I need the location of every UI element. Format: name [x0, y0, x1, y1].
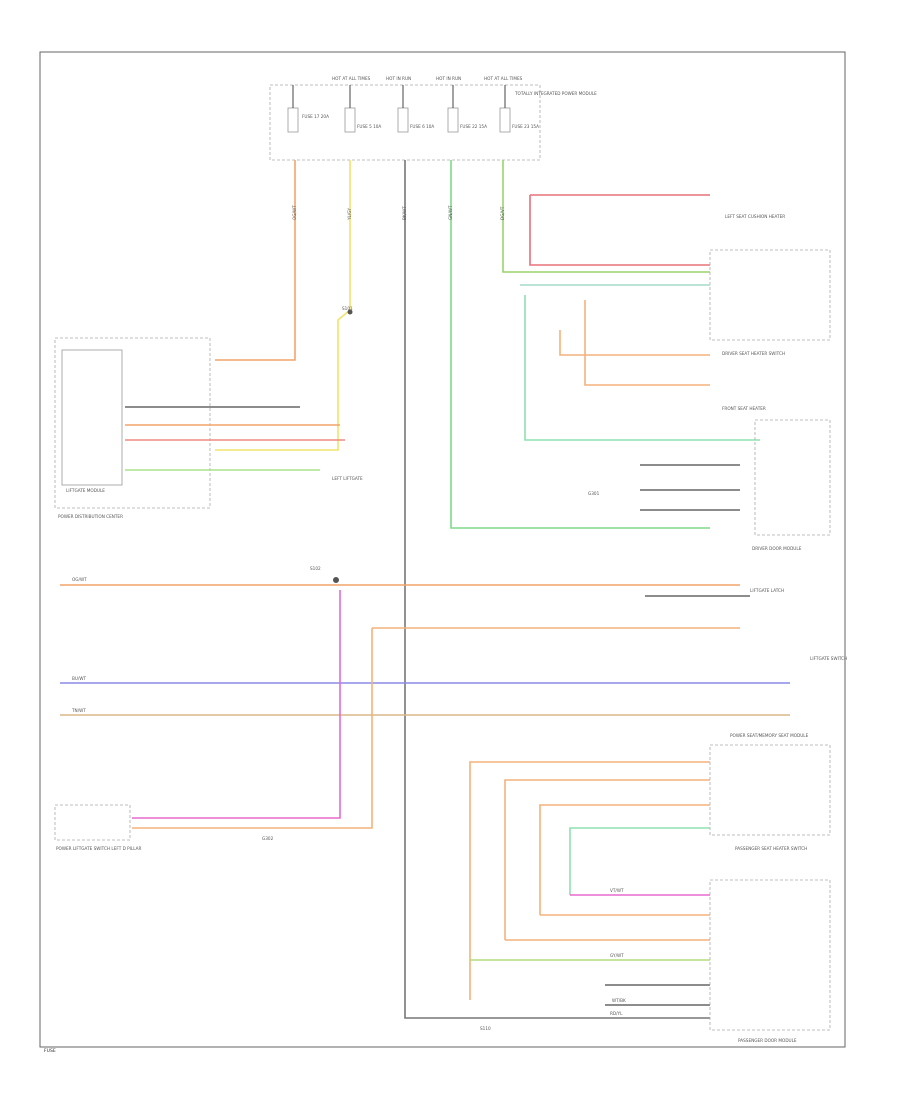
fuse-5 [499, 107, 511, 133]
fuse-block: HOT AT ALL TIMES HOT IN RUN HOT IN RUN H… [269, 76, 597, 161]
left-module-body [61, 349, 123, 486]
fuse-4-label: FUSE 22 15A [460, 124, 487, 129]
liftgate-latch-label: LIFTGATE LATCH [750, 588, 784, 593]
wire-label-black: BK/WT [402, 206, 407, 220]
wire-label-green: GN/WT [448, 205, 453, 220]
wire-magenta-switch [132, 590, 341, 819]
power-liftgate-switch-outline [54, 804, 131, 841]
wire-orange-psm-1 [469, 761, 710, 1000]
passenger-door-module-outline [709, 879, 831, 1031]
g302-label: G302 [262, 836, 274, 841]
fuse-4 [447, 107, 459, 133]
left-seat-cushion-label: LEFT SEAT CUSHION HEATER [725, 214, 785, 219]
fuse-3-label: FUSE 6 10A [410, 124, 434, 129]
fuse-5-label: FUSE 23 15A [512, 124, 539, 129]
passenger-seat-switch-outline [709, 744, 831, 836]
left-liftgate-module: LIFTGATE MODULE POWER DISTRIBUTION CENTE… [54, 337, 211, 519]
memory-seat-module-label: POWER SEAT/MEMORY SEAT MODULE [730, 733, 809, 738]
wire-orange-right-2 [584, 300, 710, 386]
splice-s101-label: S101 [342, 306, 353, 311]
wire-label-gray: GY/WT [610, 953, 624, 958]
wire-orange-lower [132, 628, 373, 829]
fuse-block-outline [269, 84, 541, 161]
driver-seat-switch-outline [709, 249, 831, 341]
left-liftgate-label: LEFT LIFTGATE [332, 476, 363, 481]
wire-label-tan: TN/WT [71, 708, 86, 713]
wire-label-orange: OG/WT [292, 205, 297, 220]
diagram-frame [39, 51, 846, 1048]
wire-label-orange-main: OG/WT [72, 577, 87, 582]
g301-label: G301 [588, 491, 600, 496]
wire-label-red: RD/YL [610, 1011, 623, 1016]
passenger-seat-switch-label: PASSENGER SEAT HEATER SWITCH [735, 846, 807, 851]
passenger-door-module-label: PASSENGER DOOR MODULE [738, 1038, 797, 1043]
fuse-2 [344, 107, 356, 133]
fuse-4-feed: HOT AT ALL TIMES [484, 76, 523, 81]
fuse-1-feed: HOT AT ALL TIMES [332, 76, 371, 81]
splice-s102-label: S102 [310, 566, 321, 571]
fuse-3 [397, 107, 409, 133]
wire-yellow-fuse2 [215, 160, 351, 451]
wire-green-right [524, 295, 760, 441]
driver-door-module-label: DRIVER DOOR MODULE [752, 546, 802, 551]
wire-label-blue: BU/WT [72, 676, 86, 681]
splice-s110-label: S110 [480, 1026, 491, 1031]
wire-label-violet: VT/WT [610, 888, 624, 893]
fuse-1 [287, 107, 299, 133]
wire-label-darkgreen: DG/VT [500, 206, 505, 220]
front-seat-heater-label: FRONT SEAT HEATER [722, 406, 766, 411]
fuse-3-feed: HOT IN RUN [436, 76, 461, 81]
wire-green-psm [569, 827, 710, 895]
wire-orange-right [559, 330, 710, 356]
wire-black-fuse3 [404, 160, 710, 1019]
fuse-1-label: FUSE 17 20A [302, 114, 329, 119]
left-module-label: LIFTGATE MODULE [66, 488, 105, 493]
fuse-2-feed: HOT IN RUN [386, 76, 411, 81]
wire-label-white: WT/BK [612, 998, 626, 1003]
driver-door-module-outline [754, 419, 831, 536]
driver-seat-switch-label: DRIVER SEAT HEATER SWITCH [722, 351, 785, 356]
page-label: FUSE [44, 1048, 56, 1054]
wire-darkgreen-fuse5 [502, 160, 710, 273]
fuse-block-label: TOTALLY INTEGRATED POWER MODULE [514, 91, 597, 96]
power-liftgate-switch-label: POWER LIFTGATE SWITCH LEFT D PILLAR [56, 846, 142, 851]
wire-green-fuse4 [450, 160, 710, 529]
fuse-2-label: FUSE 5 10A [357, 124, 381, 129]
wire-label-yellow: YL/GY [347, 208, 352, 221]
power-distribution-label: POWER DISTRIBUTION CENTER [58, 514, 123, 519]
wire-orange-psm-3 [539, 804, 710, 915]
wire-orange-fuse1 [215, 160, 296, 361]
wire-orange-psm-2 [504, 779, 710, 940]
liftgate-switch-label: LIFTGATE SWITCH [810, 656, 847, 661]
splice-dot-s101 [347, 309, 353, 315]
splice-dot-s102 [333, 577, 339, 583]
left-module-outline [54, 337, 211, 509]
wire-red-right [529, 195, 710, 266]
